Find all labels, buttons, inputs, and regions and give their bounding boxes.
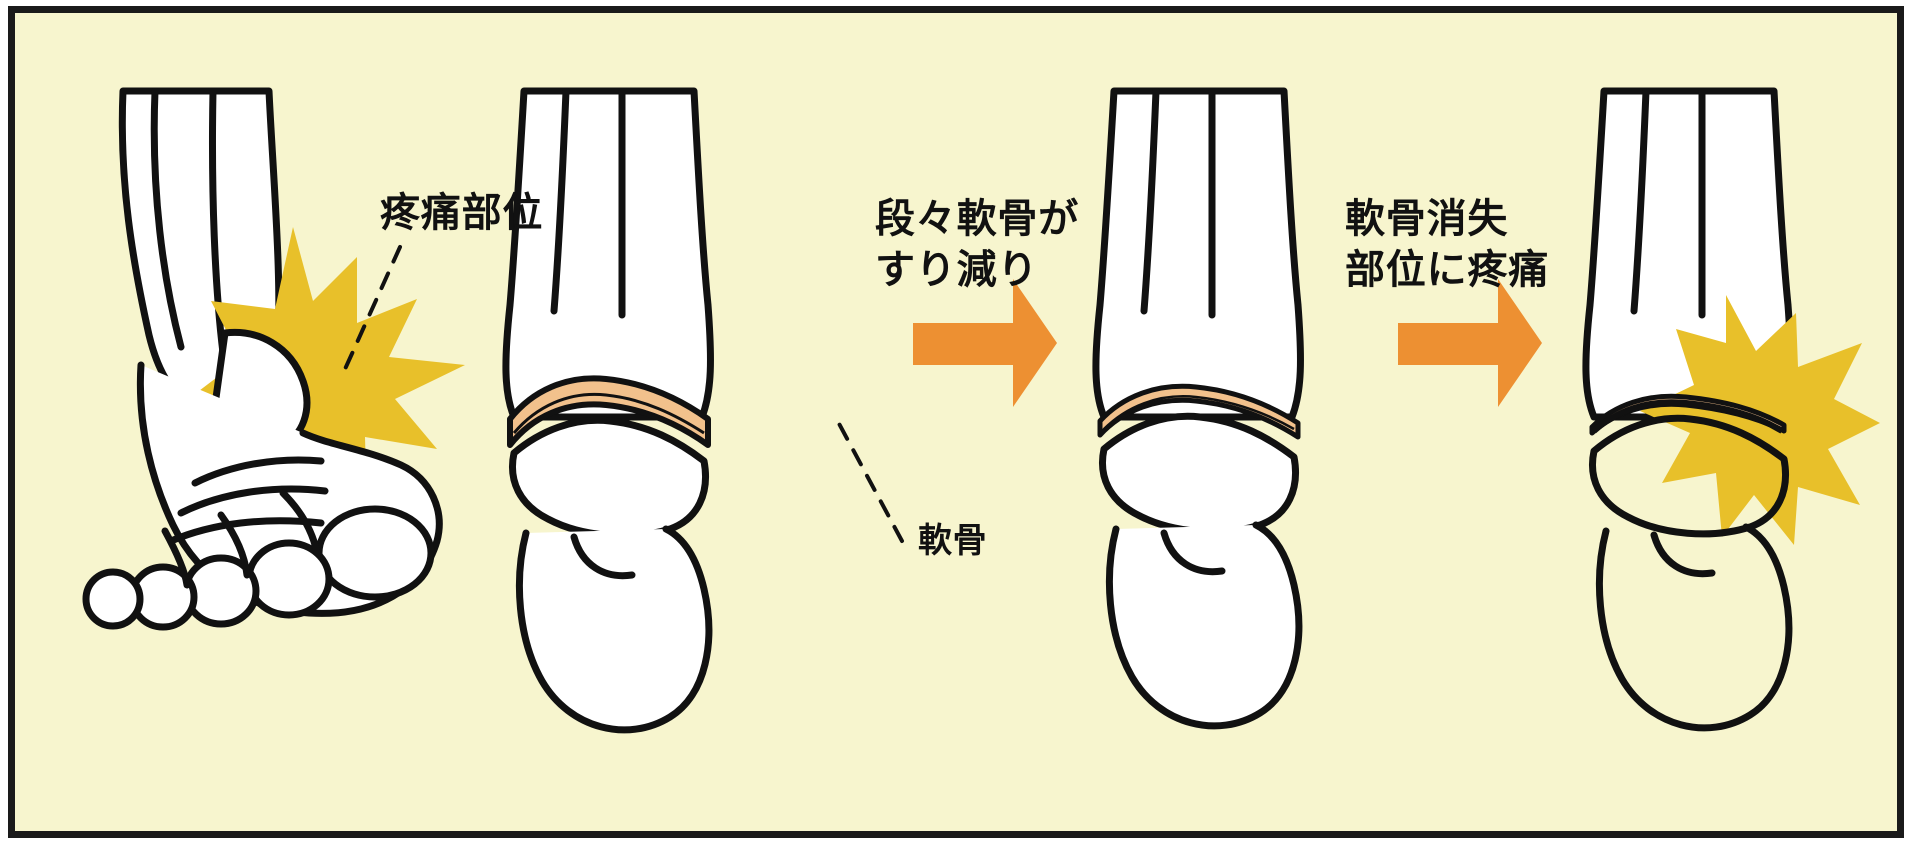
progression-arrow-2 xyxy=(1390,13,1550,831)
cartilage-remnant-panel-4 xyxy=(1589,393,1787,436)
panel-3-artwork xyxy=(1092,87,1304,730)
cartilage-band-panel-3 xyxy=(1097,383,1301,440)
label-gradual-cartilage-wear: 段々軟骨が すり減り xyxy=(875,197,1079,293)
label-cartilage-loss-pain: 軟骨消失 部位に疼痛 xyxy=(1345,197,1549,293)
progression-arrow-1 xyxy=(905,13,1065,831)
illustration-frame xyxy=(8,6,1904,838)
label-cartilage: 軟骨 xyxy=(918,522,988,560)
panel-ankle-healthy-cartilage xyxy=(470,13,760,831)
arrow-2-shape xyxy=(1398,279,1542,407)
cartilage-band-panel-2 xyxy=(507,375,711,448)
panel-2-artwork xyxy=(502,87,714,734)
panel-foot-front-view-with-pain xyxy=(45,13,465,831)
panel-4-artwork xyxy=(1582,87,1880,732)
panel-ankle-worn-cartilage xyxy=(1060,13,1350,831)
label-pain-site: 疼痛部位 xyxy=(380,191,544,235)
panel-ankle-cartilage-lost-with-pain xyxy=(1550,13,1880,831)
arrow-1-shape xyxy=(913,279,1057,407)
panel-1-artwork xyxy=(82,87,465,631)
